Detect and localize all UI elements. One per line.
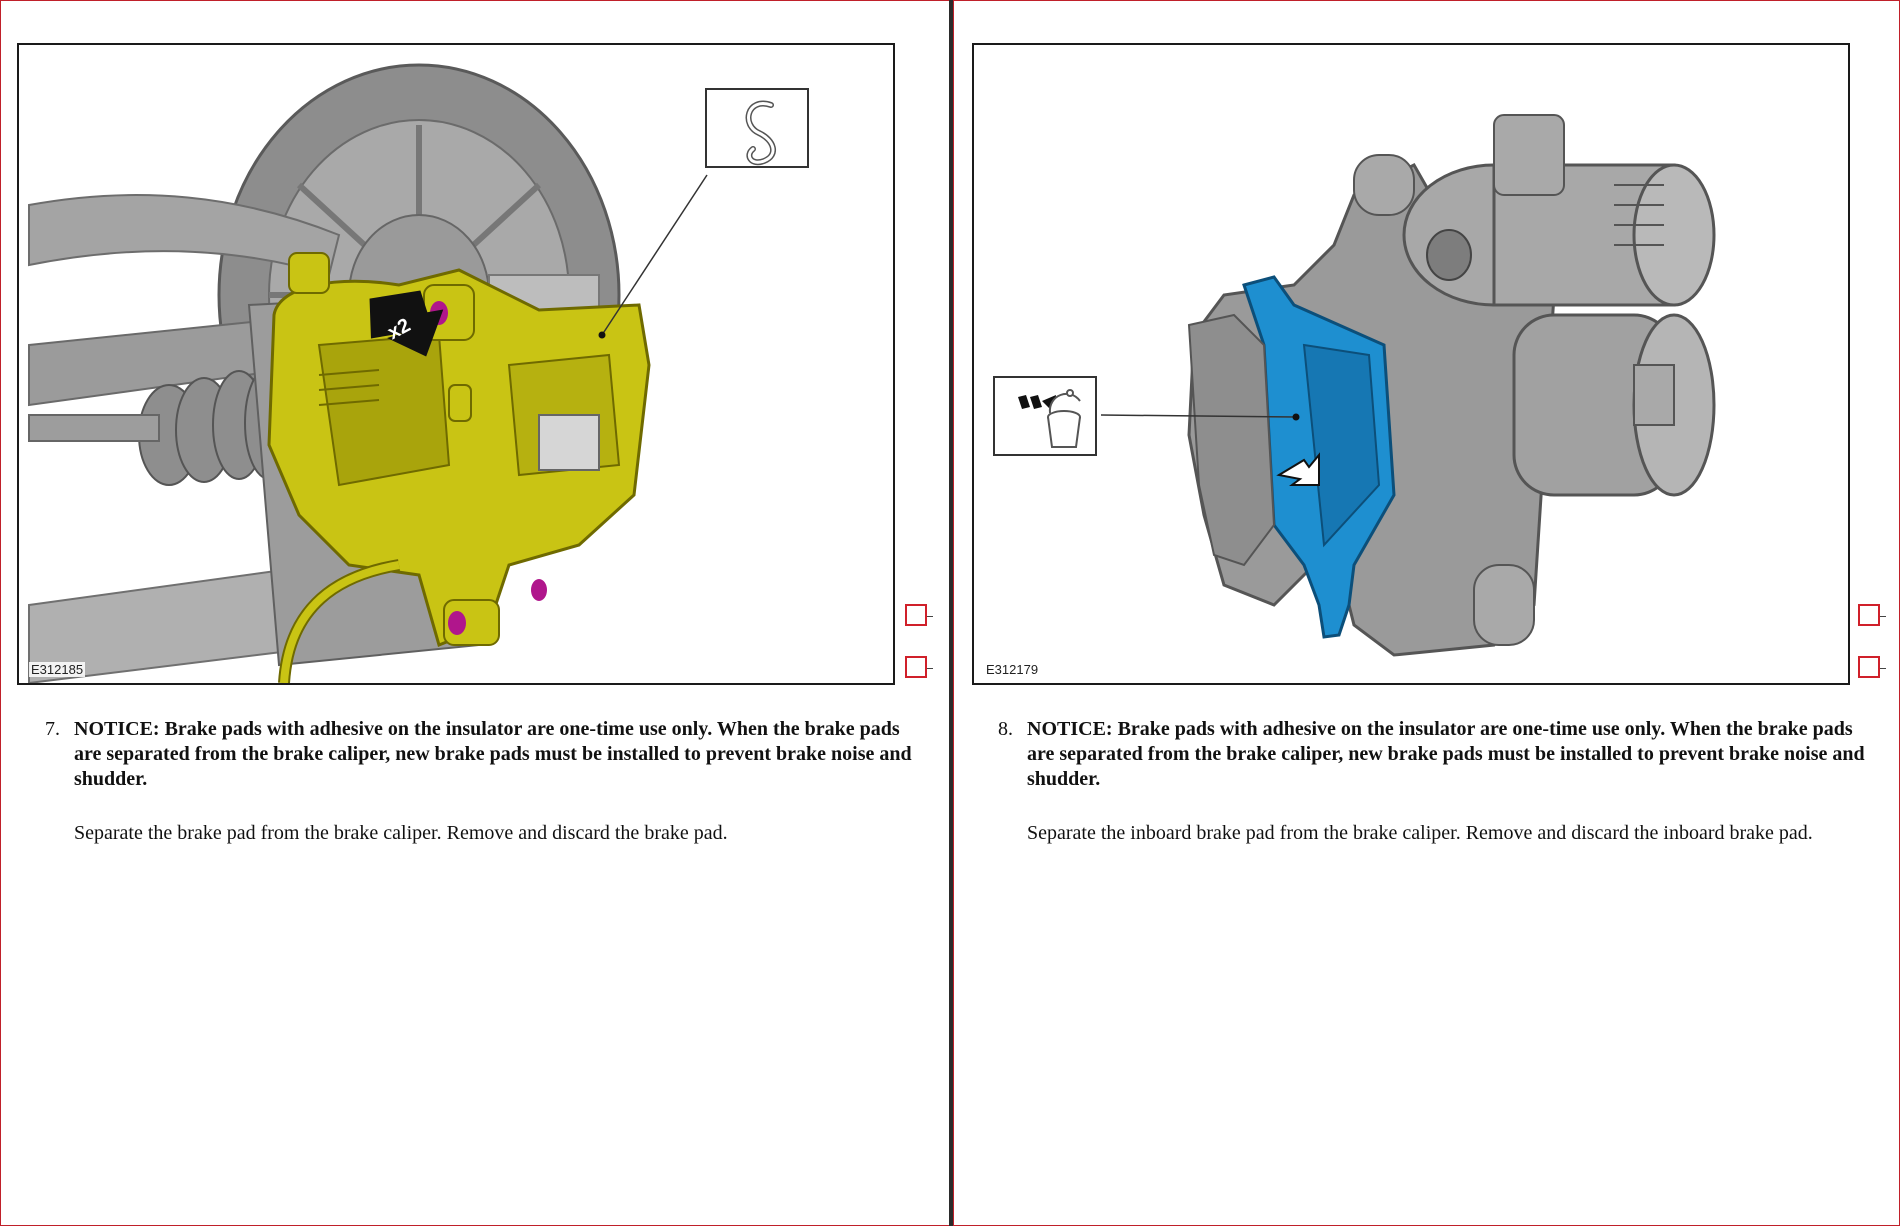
step-checkbox-1[interactable] (1858, 604, 1886, 626)
caliper-pad-illustration (993, 114, 1716, 657)
procedure-step: 7. NOTICE: Brake pads with adhesive on t… (45, 717, 925, 846)
caliper-illustration: x2 (28, 63, 809, 683)
manual-page-right: E312179 8. NOTICE: Brake pads with adhes… (953, 0, 1900, 1226)
figure-id: E312179 (984, 662, 1041, 677)
discard-bin-icon (1018, 389, 1081, 448)
s-hook-icon (745, 100, 776, 166)
step-checkbox-1[interactable] (905, 604, 933, 626)
step-checkbox-2[interactable] (1858, 656, 1886, 678)
step-notice: NOTICE: Brake pads with adhesive on the … (74, 718, 912, 790)
callout-box (705, 88, 809, 168)
step-number: 8. (998, 718, 1013, 740)
step-instruction: Separate the inboard brake pad from the … (1027, 822, 1813, 844)
step-checkbox-2[interactable] (905, 656, 933, 678)
figure-inboard-pad-removal: E312179 (972, 43, 1850, 685)
figure-id: E312185 (29, 662, 86, 677)
figure-caliper-removal: x2 E312185 (17, 43, 895, 685)
procedure-step: 8. NOTICE: Brake pads with adhesive on t… (998, 717, 1878, 846)
page-gutter (949, 0, 953, 1226)
step-instruction: Separate the brake pad from the brake ca… (74, 822, 728, 844)
step-notice: NOTICE: Brake pads with adhesive on the … (1027, 718, 1865, 790)
multiplier-arrow: x2 (369, 290, 444, 357)
step-number: 7. (45, 718, 60, 740)
manual-page-left: x2 E312185 7. NOTICE: Brake pads with ad… (0, 0, 951, 1226)
